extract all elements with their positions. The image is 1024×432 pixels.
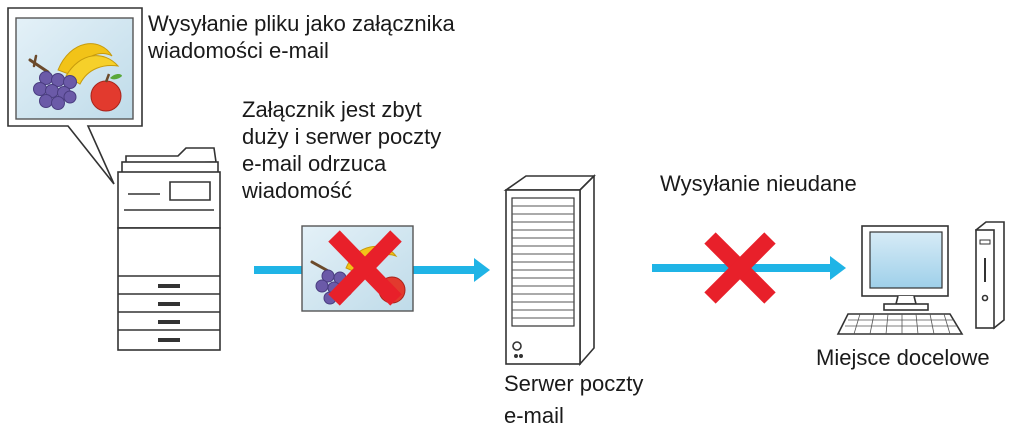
error-line-4: wiadomość	[242, 178, 353, 203]
error-line-2: duży i serwer poczty	[242, 124, 442, 149]
rejected-attachment-icon	[301, 225, 414, 312]
speech-bubble	[7, 7, 143, 185]
red-x-icon	[704, 232, 776, 304]
callout-text: Wysyłanie pliku jako załącznika wiadomoś…	[148, 10, 455, 64]
image-attachment-icon	[15, 17, 134, 120]
desktop-computer-icon	[836, 221, 1005, 335]
destination-label: Miejsce docelowe	[816, 345, 990, 370]
red-x-icon	[328, 230, 402, 306]
server-label-line-2: e-mail	[504, 403, 564, 428]
error-line-3: e-mail odrzuca	[242, 151, 387, 176]
diagram-graphics	[7, 7, 1005, 367]
diagram: Wysyłanie pliku jako załącznika wiadomoś…	[7, 7, 1005, 428]
server-label-line-1: Serwer poczty	[504, 371, 644, 396]
server-label: Serwer poczty e-mail	[504, 368, 643, 432]
mail-server-icon	[503, 174, 596, 367]
callout-line-2: wiadomości e-mail	[148, 38, 329, 63]
error-text: Załącznik jest zbyt duży i serwer poczty…	[242, 96, 441, 204]
multifunction-printer-icon	[117, 147, 221, 351]
fail-text: Wysyłanie nieudane	[660, 171, 857, 196]
error-line-1: Załącznik jest zbyt	[242, 97, 422, 122]
callout-line-1: Wysyłanie pliku jako załącznika	[148, 11, 455, 36]
